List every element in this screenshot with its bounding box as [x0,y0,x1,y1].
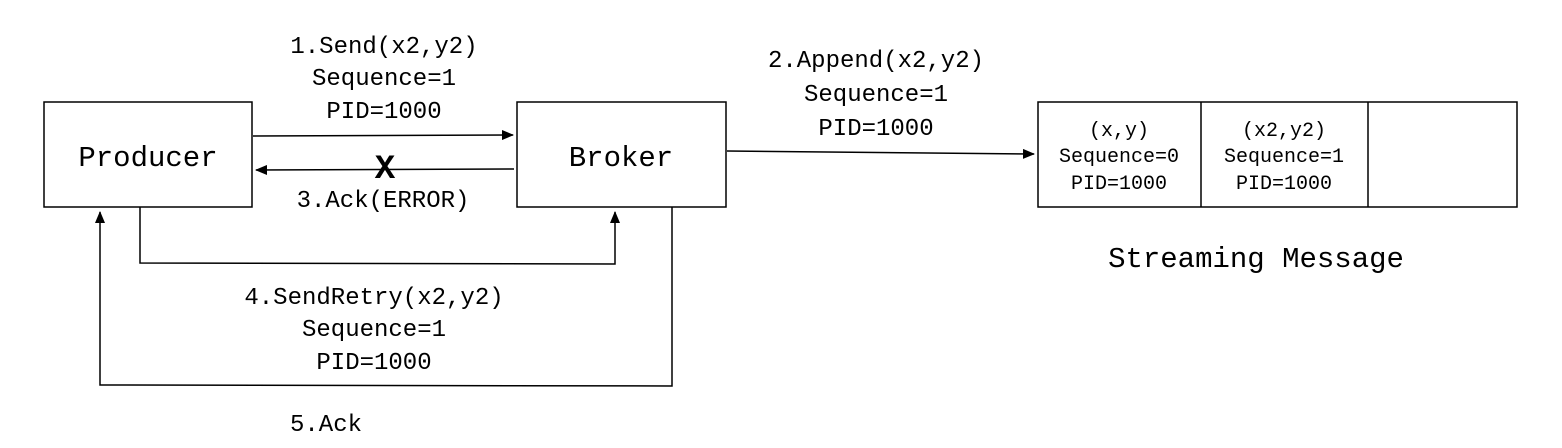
error-x-mark: X [375,151,396,189]
stream-cell-pid: PID=1000 [1236,173,1332,196]
stream-cell-value: (x,y) [1089,120,1149,143]
edge-append: 2.Append(x2,y2) Sequence=1 PID=1000 [726,48,1035,159]
append-arrow [726,148,1035,159]
ack-label: 5.Ack [290,412,362,439]
append-sequence: Sequence=1 [804,82,948,109]
stream-cell-sequence: Sequence=1 [1224,146,1344,169]
stream-caption: Streaming Message [1108,243,1404,276]
stream-cell-1: (x,y) Sequence=0 PID=1000 [1059,120,1179,196]
send-sequence: Sequence=1 [312,66,456,93]
stream-cell-sequence: Sequence=0 [1059,146,1179,169]
edge-ack: 5.Ack [95,207,673,439]
send-retry-label: 4.SendRetry(x2,y2) [244,285,503,312]
send-retry-arrow [139,207,620,265]
edge-send-retry: 4.SendRetry(x2,y2) Sequence=1 PID=1000 [139,207,620,377]
stream-cell-2: (x2,y2) Sequence=1 PID=1000 [1224,120,1344,196]
edge-ack-error: X 3.Ack(ERROR) [255,151,515,215]
broker-node: Broker [516,101,727,208]
edge-send: 1.Send(x2,y2) Sequence=1 PID=1000 [252,34,514,141]
streaming-message: (x,y) Sequence=0 PID=1000 (x2,y2) Sequen… [1037,101,1518,276]
ack-error-arrow [255,164,515,175]
send-pid: PID=1000 [326,99,441,126]
stream-cell-value: (x2,y2) [1242,120,1326,143]
producer-node: Producer [43,101,253,208]
send-retry-pid: PID=1000 [316,350,431,377]
broker-label: Broker [569,142,673,175]
send-arrow [252,130,514,141]
append-label: 2.Append(x2,y2) [768,48,984,75]
producer-label: Producer [78,142,217,175]
stream-cell-pid: PID=1000 [1071,173,1167,196]
stream-container [1037,101,1518,208]
ack-error-label: 3.Ack(ERROR) [297,188,470,215]
send-retry-sequence: Sequence=1 [302,317,446,344]
append-pid: PID=1000 [818,116,933,143]
send-label: 1.Send(x2,y2) [290,34,477,61]
ack-arrow [95,207,673,387]
